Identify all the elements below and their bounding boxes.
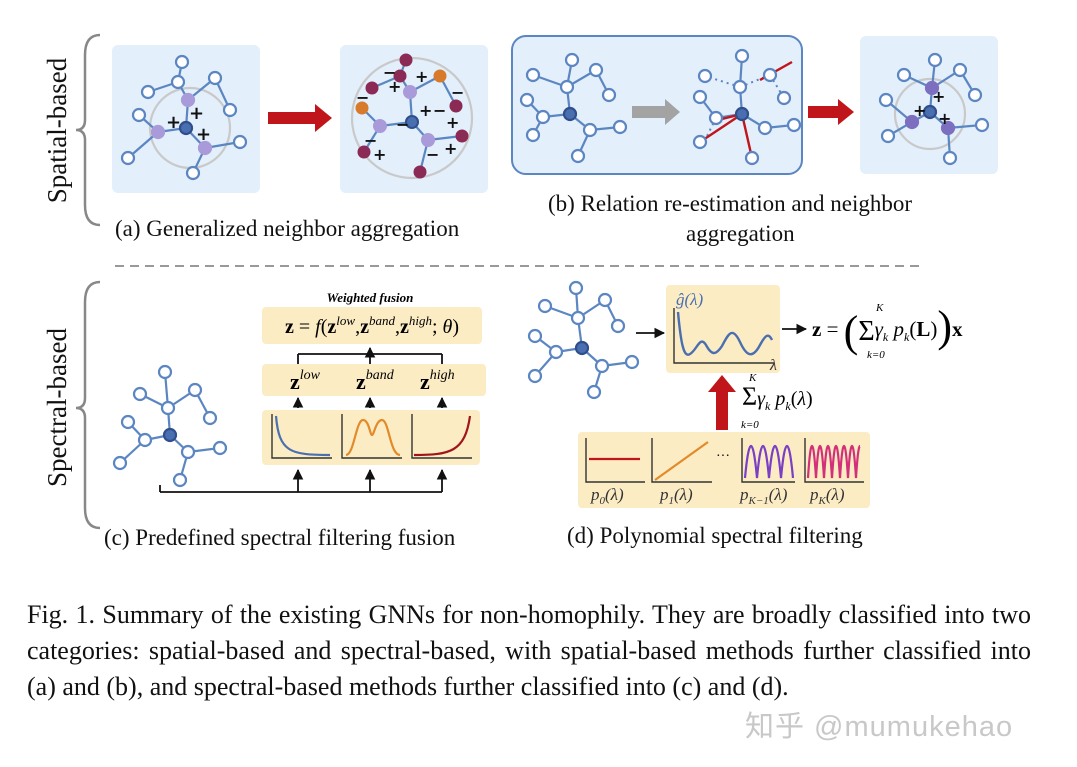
svg-text:−: − xyxy=(451,83,464,102)
output-sum-top: K xyxy=(875,302,884,314)
spectral-brace xyxy=(75,280,101,530)
red-arrow-basis-to-response xyxy=(708,375,736,430)
response-label: ĝ(λ) xyxy=(676,290,704,309)
output-sum-bottom: k=0 xyxy=(867,349,885,361)
fusion-title: Weighted fusion xyxy=(327,290,414,305)
graph-d-nodes xyxy=(527,280,640,400)
watermark: 知乎 @mumukehao xyxy=(745,711,1014,743)
svg-text:−: − xyxy=(426,145,439,164)
basis-box xyxy=(578,432,870,508)
plus-signs-b: + + + xyxy=(913,87,951,128)
z-low: zlow xyxy=(290,368,321,394)
graph-a-left-nodes xyxy=(120,54,248,181)
poly-sum: Σγk pk(λ) xyxy=(742,382,813,413)
basis-pk-1-curve xyxy=(743,444,795,479)
svg-text:+: + xyxy=(388,77,401,96)
graph-c-nodes xyxy=(112,364,228,488)
svg-text:+: + xyxy=(444,139,457,158)
svg-text:−: − xyxy=(383,63,396,82)
svg-text:+: + xyxy=(419,101,432,120)
svg-text:+: + xyxy=(189,103,204,124)
svg-text:−: − xyxy=(364,131,377,150)
red-arrow-b xyxy=(808,99,854,125)
svg-text:+: + xyxy=(196,124,211,145)
panel-b-frame xyxy=(511,35,803,175)
response-axes xyxy=(673,308,774,364)
graph-b-left-nodes xyxy=(519,52,628,164)
svg-text:p1(λ): p1(λ) xyxy=(659,485,693,507)
subcaption-b-line2: aggregation xyxy=(686,221,795,246)
subcaption-d: (d) Polynomial spectral filtering xyxy=(567,523,863,548)
svg-text:+: + xyxy=(938,109,951,128)
fusion-equation: z = f(zlow,zband,zhigh; θ) xyxy=(285,313,459,338)
spectral-section-label: Spectral-based xyxy=(41,328,72,487)
svg-text:+: + xyxy=(415,67,428,86)
svg-text:+: + xyxy=(913,101,926,120)
spatial-brace xyxy=(75,33,101,227)
svg-text:pK−1(λ): pK−1(λ) xyxy=(739,485,788,507)
filter-bank-box xyxy=(262,410,480,465)
subcaption-a: (a) Generalized neighbor aggregation xyxy=(115,216,460,241)
fusion-connectors xyxy=(159,346,448,493)
basis-labels: p0(λ) p1(λ) pK−1(λ) pK(λ) xyxy=(590,485,845,507)
filter-axes xyxy=(271,414,472,459)
subcaption-b-line1: (b) Relation re-estimation and neighbor xyxy=(548,191,913,216)
highpass-curve xyxy=(413,415,472,457)
svg-text:+: + xyxy=(446,113,459,132)
svg-text:−: − xyxy=(396,115,409,134)
basis-axes xyxy=(585,438,864,483)
basis-p1-curve xyxy=(654,441,709,481)
figure-caption: Fig. 1. Summary of the existing GNNs for… xyxy=(27,600,1031,701)
plus-signs-a-left: +++ xyxy=(166,103,211,145)
graph-b-right-nodes xyxy=(692,48,802,166)
z-terms-box xyxy=(262,364,486,396)
graph-a-right-nodes xyxy=(355,53,469,179)
svg-text:−: − xyxy=(356,88,369,107)
svg-text:−: − xyxy=(433,101,446,120)
gray-arrow-b xyxy=(632,99,680,125)
subcaption-c: (c) Predefined spectral filtering fusion xyxy=(104,525,456,550)
poly-sum-top: K xyxy=(748,372,757,384)
lowpass-curve xyxy=(274,415,331,457)
z-band: zband xyxy=(356,368,395,394)
red-arrow-a xyxy=(268,104,332,132)
poly-sum-bottom: k=0 xyxy=(741,419,759,431)
basis-pk-curve xyxy=(806,444,862,479)
figure-diagram: +++ −++− −+−− +−−++ xyxy=(75,33,998,530)
graph-b-result-nodes xyxy=(878,52,990,166)
svg-text:pK(λ): pK(λ) xyxy=(809,485,845,507)
basis-ellipsis: ··· xyxy=(716,449,730,464)
output-equation: z = (Σγk pk(L))x xyxy=(812,302,963,356)
bandpass-curve xyxy=(345,418,401,457)
z-high: zhigh xyxy=(420,368,455,394)
spatial-section-label: Spatial-based xyxy=(42,57,73,204)
svg-text:+: + xyxy=(932,87,945,106)
response-curve xyxy=(676,311,774,356)
fusion-equation-box xyxy=(262,307,482,344)
response-axis-lambda: λ xyxy=(769,357,777,374)
graph-c xyxy=(119,371,221,481)
signs-a-right: −++− −+−− +−−++ xyxy=(356,63,464,164)
svg-text:p0(λ): p0(λ) xyxy=(590,485,624,507)
svg-text:+: + xyxy=(373,145,386,164)
svg-text:+: + xyxy=(166,112,181,133)
